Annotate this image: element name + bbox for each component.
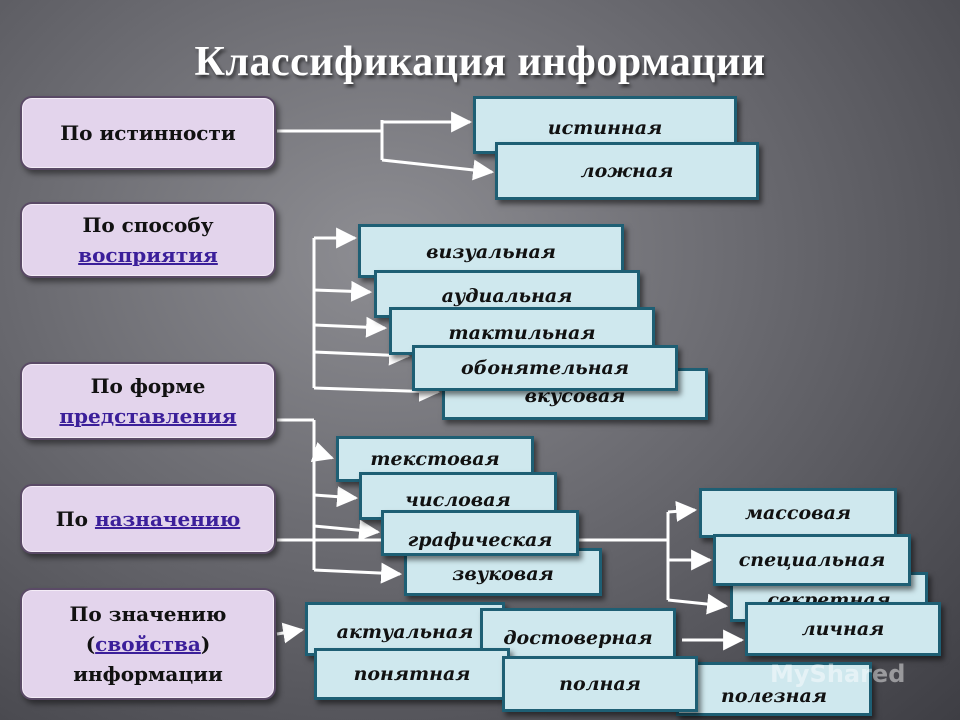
item-special: специальная (713, 534, 911, 586)
item-mass: массовая (699, 488, 897, 538)
item-understandable: понятная (314, 648, 510, 700)
item-complete: полная (502, 656, 698, 712)
value-link[interactable]: свойства (95, 632, 201, 656)
item-olfactory: обонятельная (412, 345, 678, 391)
category-purpose: По назначению (20, 484, 276, 554)
category-purpose-line: По назначению (56, 504, 241, 534)
page-title: Классификация информации (194, 39, 766, 85)
category-truth-label: По истинности (60, 121, 236, 145)
item-useful: полезная (676, 662, 872, 716)
category-purpose-label: По (55, 507, 88, 531)
category-value-label: По значению (69, 602, 227, 626)
item-graphic: графическая (381, 510, 579, 556)
category-perception: По способу восприятия (20, 202, 276, 278)
category-value-label-3: информации (73, 662, 223, 686)
category-truth: По истинности (20, 96, 276, 170)
category-perception-label: По способу (82, 213, 214, 237)
paren-open: ( (85, 632, 96, 656)
category-form: По форме представления (20, 362, 276, 440)
category-value-line2: (свойства) (86, 629, 211, 659)
paren-close: ) (200, 632, 211, 656)
watermark-logo: MyShared (770, 660, 906, 688)
category-value: По значению (свойства) информации (20, 588, 276, 700)
item-false: ложная (495, 142, 759, 200)
item-personal: личная (745, 602, 941, 656)
form-link[interactable]: представления (59, 404, 237, 428)
category-form-label: По форме (90, 374, 206, 398)
item-visual: визуальная (358, 224, 624, 278)
perception-link[interactable]: восприятия (78, 243, 218, 267)
purpose-link[interactable]: назначению (94, 507, 241, 531)
